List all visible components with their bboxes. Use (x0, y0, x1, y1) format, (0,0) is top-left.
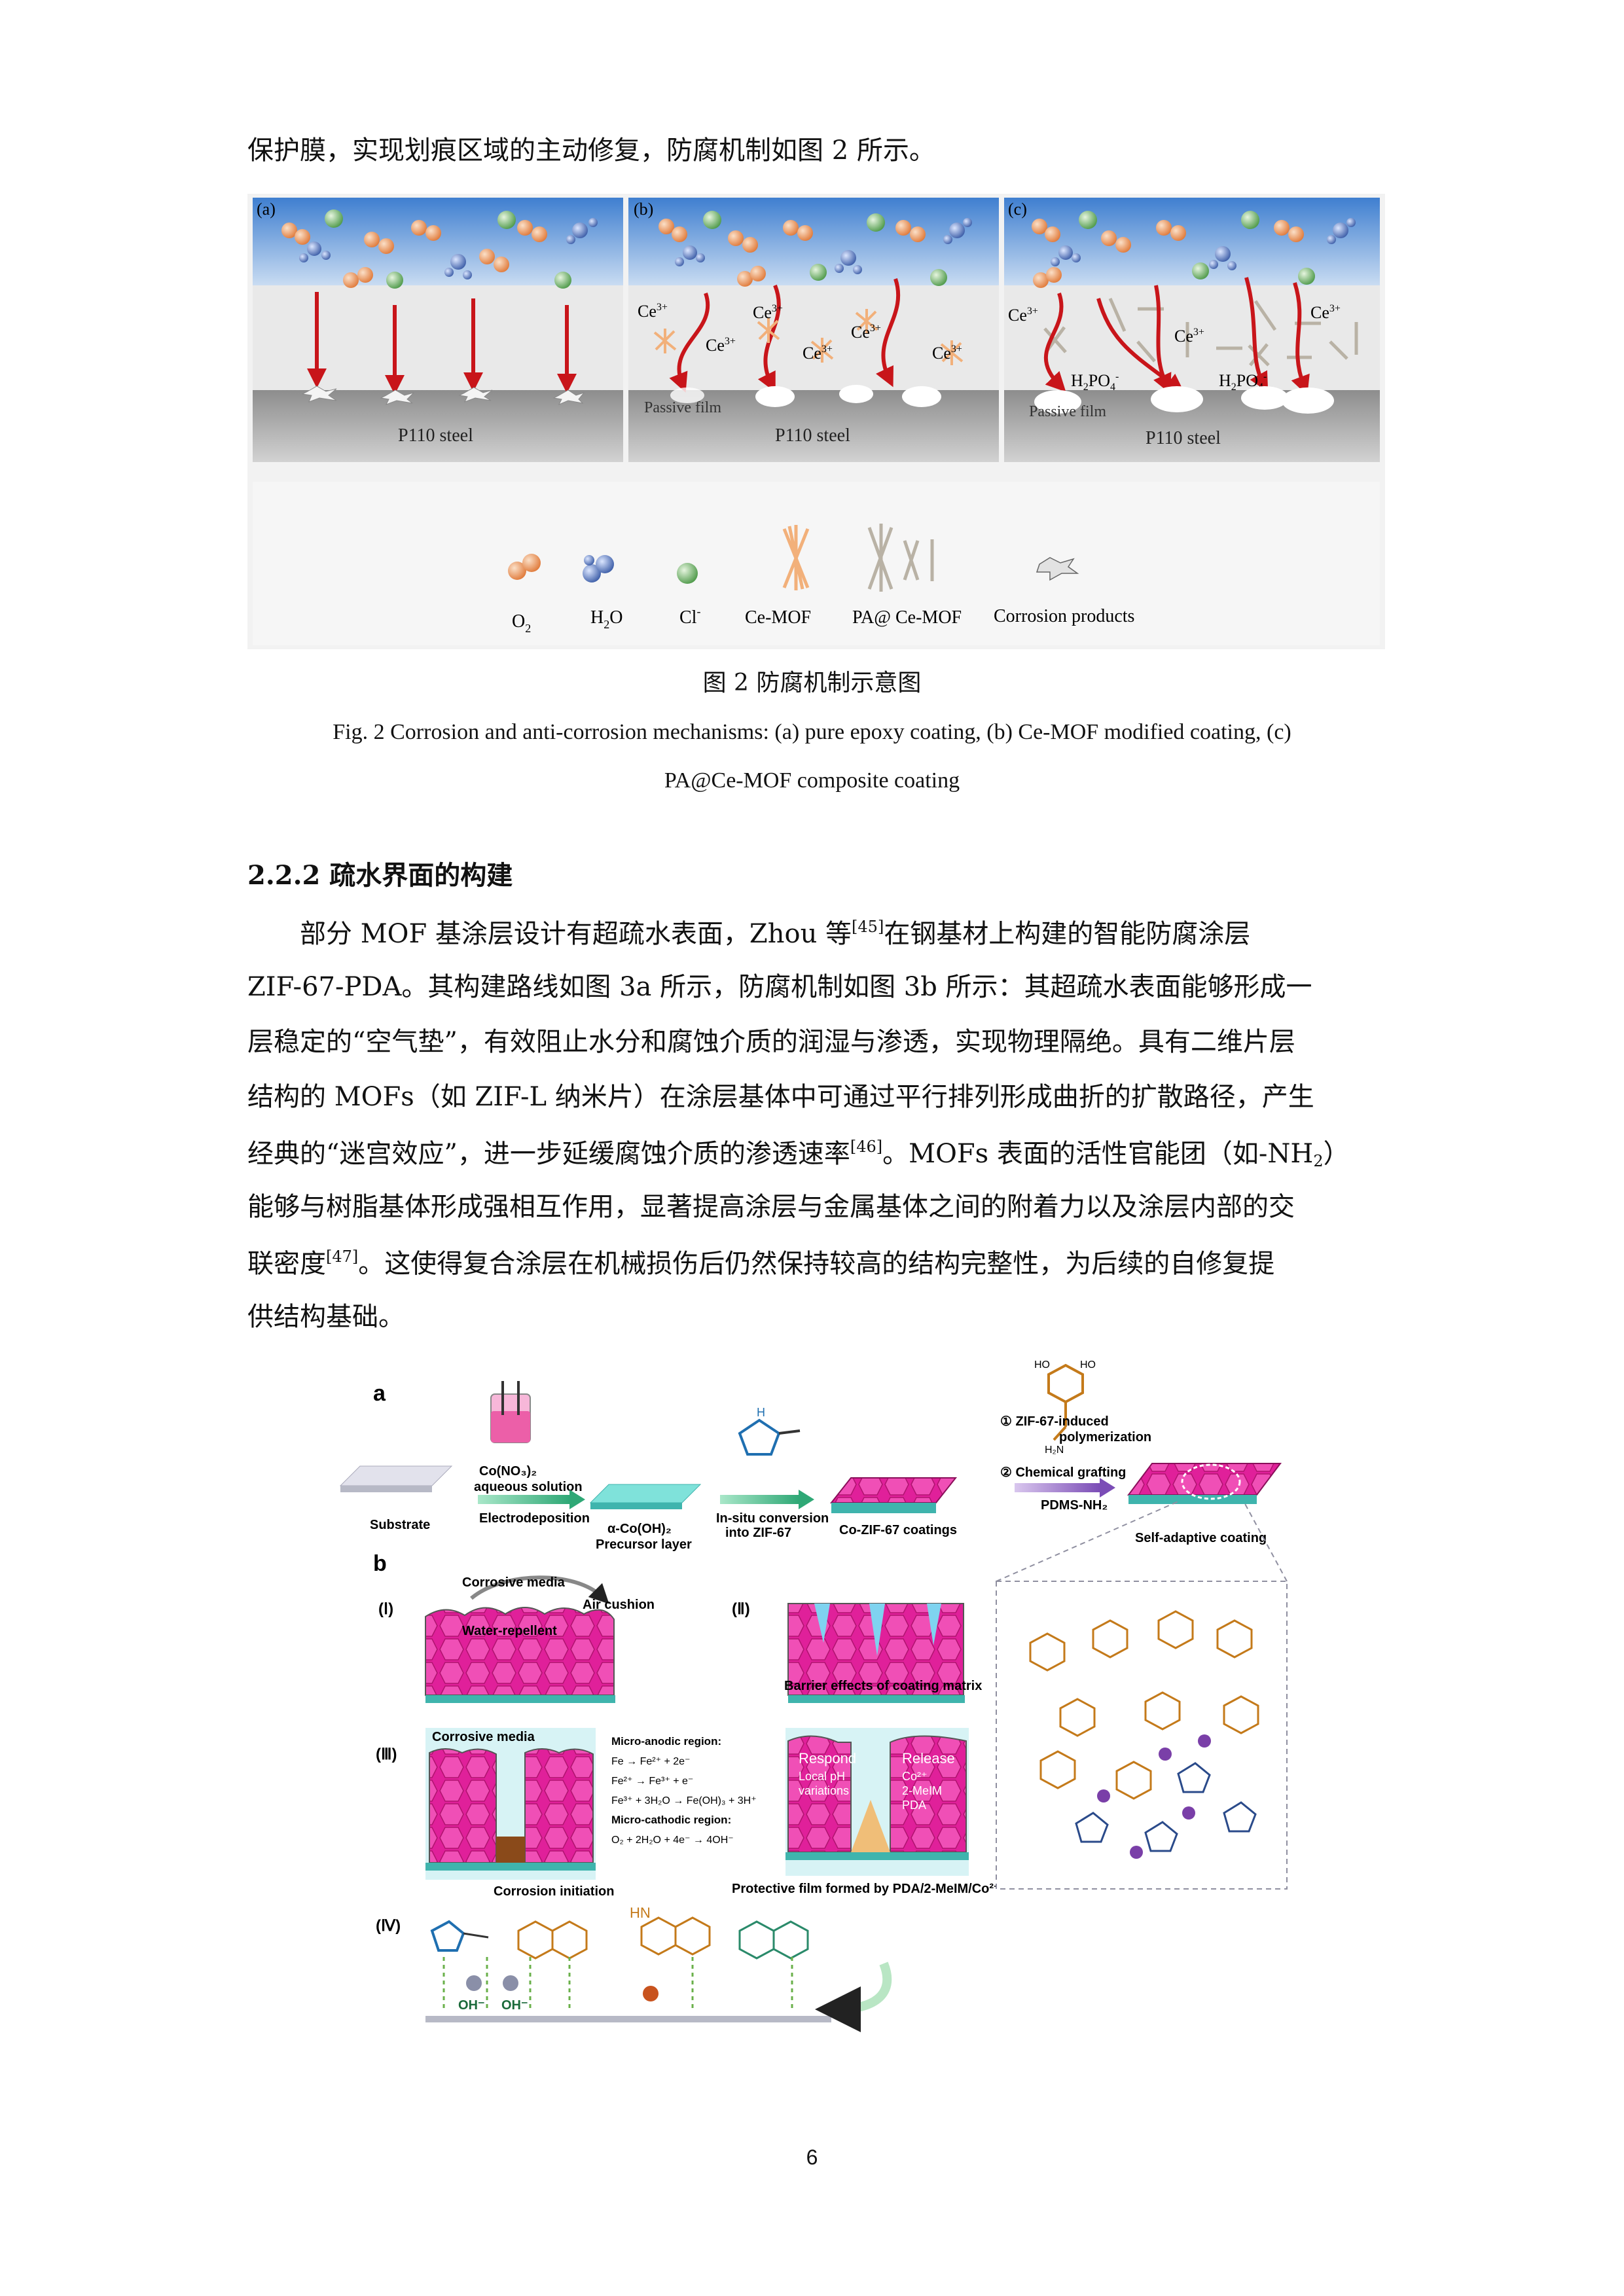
water-repellent-label: Water-repellent (462, 1624, 557, 1638)
corrosive-media-label-2: Corrosive media (432, 1730, 535, 1744)
self-adaptive-label: Self-adaptive coating (1135, 1531, 1267, 1545)
variations-label: variations (799, 1784, 849, 1797)
melm-label: 2-MeIM (902, 1784, 942, 1797)
respond-label: Respond (799, 1750, 856, 1767)
corrosion-initiation-label: Corrosion initiation (494, 1884, 614, 1899)
step-2b-label: PDMS-NH₂ (1041, 1498, 1108, 1513)
cathodic-label: Micro-cathodic region: (611, 1814, 731, 1826)
text-line: 供结构基础。 (247, 1302, 405, 1332)
air-cushion-label: Air cushion (583, 1598, 655, 1612)
legend-h2o: H2O (590, 607, 623, 631)
figure-2-caption-cn: 图 2 防腐机制示意图 (702, 670, 922, 696)
section-heading: 2.2.2 疏水界面的构建 (247, 860, 513, 891)
text-line: 经典的“迷宫效应”，进一步延缓腐蚀介质的渗透速率[46]。MOFs 表面的活性官… (247, 1138, 1350, 1170)
text-line: 保护膜，实现划痕区域的主动修复，防腐机制如图 2 所示。 (247, 135, 935, 166)
oh-label: OH⁻ (458, 1998, 485, 2013)
legend-ce-mof: Ce-MOF (745, 607, 811, 628)
text-line: 部分 MOF 基涂层设计有超疏水表面，Zhou 等[45]在钢基材上构建的智能防… (300, 918, 1251, 949)
text-line: 能够与树脂基体形成强相互作用，显著提高涂层与金属基体之间的附着力以及涂层内部的交 (247, 1192, 1295, 1222)
legend-o2: O2 (512, 611, 531, 635)
legend-cl: Cl- (679, 605, 700, 628)
pda-label: PDA (902, 1799, 926, 1812)
ce-ion-label: Ce3+ (753, 303, 783, 322)
ce-mof-legend-icon (782, 525, 810, 590)
roman-2-label: (Ⅱ) (732, 1600, 750, 1618)
step-1b-label: polymerization (1059, 1430, 1151, 1444)
passive-film-label: Passive film (644, 399, 721, 416)
step-1-label: ① ZIF-67-induced (1000, 1414, 1109, 1429)
equation-2: Fe²⁺ → Fe³⁺ + e⁻ (611, 1776, 693, 1787)
ho-label: HO (1080, 1359, 1096, 1371)
h2po4-label: H2PO4- (1071, 371, 1119, 393)
a-co-oh-label: α-Co(OH)₂ (607, 1522, 672, 1536)
panel-c: (c) Ce3+ Ce3+ Ce3+ H2PO4- H2PO4- (1004, 198, 1380, 462)
ce-ion-label: Ce3+ (851, 323, 881, 342)
ho-label: HO (1034, 1359, 1050, 1371)
figure-3: a Substrate Co(NO₃)₂ aqueous solution El… (339, 1359, 1288, 2032)
protective-film-label: Protective film formed by PDA/2-MeIM/Co²… (732, 1882, 1001, 1896)
co-zif-label: Co-ZIF-67 coatings (839, 1523, 957, 1537)
panel-b-label: (b) (634, 200, 653, 219)
roman-1-label: (Ⅰ) (378, 1600, 393, 1618)
legend-corrosion-products: Corrosion products (994, 606, 1134, 626)
roman-3-label: (Ⅲ) (376, 1746, 397, 1763)
aqueous-label: aqueous solution (474, 1480, 583, 1494)
steel-label-c: P110 steel (1146, 428, 1221, 448)
text-line: 层稳定的“空气垫”，有效阻止水分和腐蚀介质的润湿与渗透，实现物理隔绝。具有二维片… (247, 1027, 1295, 1057)
panel-b: (b) Ce3+ Ce3+ Ce3+ Ce3+ Ce3+ Ce3+ Passiv… (628, 198, 999, 462)
steel-label-a: P110 steel (398, 425, 473, 446)
legend-pa-ce-mof: PA@ Ce-MOF (852, 607, 962, 628)
electrodeposition-label: Electrodeposition (479, 1511, 590, 1526)
insitu-label-1: In-situ conversion (716, 1511, 829, 1526)
imidazole-h-label: H (757, 1406, 765, 1419)
substrate-label: Substrate (370, 1518, 430, 1532)
step-2-label: ② Chemical grafting (1000, 1465, 1126, 1480)
oh-label: OH⁻ (501, 1998, 528, 2013)
local-ph-label: Local pH (799, 1770, 845, 1783)
panel-a-label: (a) (257, 200, 276, 219)
pa-ce-mof-legend-icon (867, 524, 934, 592)
equation-3: Fe³⁺ + 3H₂O → Fe(OH)₃ + 3H⁺ (611, 1795, 757, 1806)
steel-label-b: P110 steel (775, 425, 850, 446)
panel-a-label: a (373, 1381, 386, 1406)
ce-ion-label: Ce3+ (1008, 306, 1038, 325)
hn-label: HN (630, 1905, 651, 1921)
ce-ion-label: Ce3+ (638, 302, 668, 321)
ce-ion-label: Ce3+ (803, 344, 833, 363)
passive-film-label: Passive film (1029, 403, 1106, 420)
panel-c-label: (c) (1008, 200, 1027, 219)
roman-4-label: (Ⅳ) (376, 1917, 401, 1935)
figure-2: (a) P110 steel (247, 194, 1385, 649)
insitu-label-2: into ZIF-67 (725, 1526, 791, 1540)
barrier-label: Barrier effects of coating matrix (784, 1679, 982, 1693)
figure-2-caption-en-line2: PA@Ce-MOF composite coating (664, 768, 960, 793)
release-label: Release (902, 1750, 955, 1767)
figure-2-legend: O2 H2O Cl- Ce-MOF PA@ Ce-MOF Corrosion p… (253, 482, 1380, 645)
page-number: 6 (806, 2145, 818, 2169)
text-line: 联密度[47]。这使得复合涂层在机械损伤后仍然保持较高的结构完整性，为后续的自修… (247, 1247, 1275, 1279)
panel-a: (a) P110 steel (253, 198, 623, 462)
anodic-label: Micro-anodic region: (611, 1735, 721, 1748)
ce-ion-label: Ce3+ (1174, 327, 1204, 346)
ce-ion-label: Ce3+ (1310, 303, 1341, 322)
ce-ion-label: Ce3+ (932, 344, 962, 363)
figure-2-caption-en-line1: Fig. 2 Corrosion and anti-corrosion mech… (333, 720, 1291, 744)
ce-ion-label: Ce3+ (706, 336, 736, 355)
equation-1: Fe → Fe²⁺ + 2e⁻ (611, 1756, 690, 1767)
co-nitrate-label: Co(NO₃)₂ (479, 1464, 537, 1479)
precursor-layer-label: Precursor layer (596, 1537, 692, 1552)
co2-label: Co²⁺ (902, 1770, 928, 1783)
text-line: ZIF-67-PDA。其构建路线如图 3a 所示，防腐机制如图 3b 所示：其超… (247, 972, 1312, 1002)
equation-4: O₂ + 2H₂O + 4e⁻ → 4OH⁻ (611, 1835, 734, 1846)
corrosive-media-label: Corrosive media (462, 1575, 566, 1590)
corrosion-products-legend-icon (1036, 557, 1079, 581)
text-line: 结构的 MOFs（如 ZIF-L 纳米片）在涂层基体中可通过平行排列形成曲折的扩… (247, 1082, 1314, 1112)
panel-b-label: b (373, 1551, 387, 1576)
h2n-label: H₂N (1045, 1444, 1064, 1456)
